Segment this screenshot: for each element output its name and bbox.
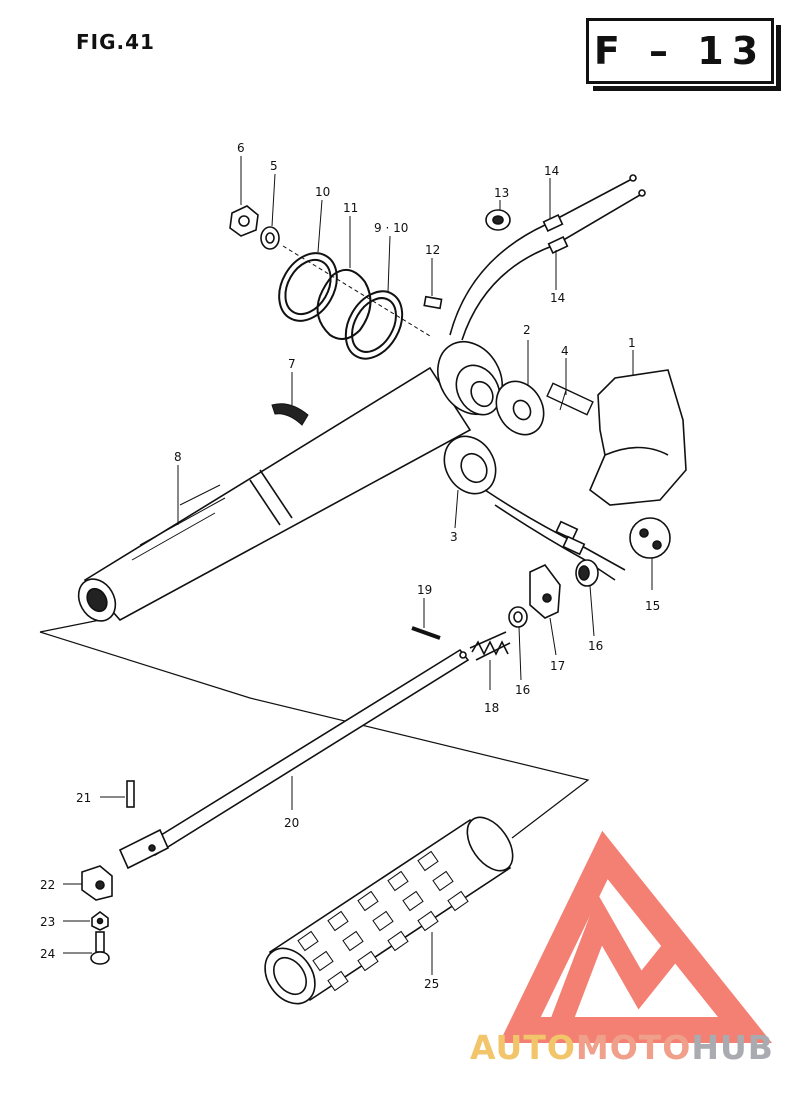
callout-10: 10 <box>315 185 330 199</box>
callout-7: 7 <box>288 357 296 371</box>
callout-4: 4 <box>561 344 569 358</box>
wave-washer <box>316 268 372 340</box>
watermark-logo <box>499 830 773 1043</box>
callout-13: 13 <box>494 186 509 200</box>
callout-6: 6 <box>237 141 245 155</box>
callout-21: 21 <box>76 791 91 805</box>
pin <box>126 780 135 808</box>
pin-small <box>411 626 441 640</box>
washer-small <box>91 911 109 931</box>
callout-2: 2 <box>523 323 531 337</box>
callout-11: 11 <box>343 201 358 215</box>
callout-22: 22 <box>40 878 55 892</box>
throttle-grip <box>264 816 514 1005</box>
callout-19: 19 <box>417 583 432 597</box>
band <box>271 403 309 426</box>
lock-washer <box>260 226 280 250</box>
callout-25: 25 <box>424 977 439 991</box>
callout-18: 18 <box>484 701 499 715</box>
cable-clamp <box>629 517 671 559</box>
watermark-text: AUTOMOTOHUB <box>470 1028 774 1067</box>
leader-lines <box>63 156 653 975</box>
watermark-text-hub: HUB <box>691 1028 774 1067</box>
callout-9-10: 9 · 10 <box>374 221 408 235</box>
callout-3: 3 <box>450 530 458 544</box>
callout-5: 5 <box>270 159 278 173</box>
callout-labels: 1 2 3 4 5 6 7 8 9 · 10 10 11 12 13 14 14… <box>40 141 660 991</box>
shaft-end-block <box>81 865 113 901</box>
key <box>423 295 443 310</box>
throttle-cables <box>449 174 646 581</box>
callout-14-bottom: 14 <box>550 291 565 305</box>
throttle-shaft <box>118 648 470 870</box>
callout-16-right: 16 <box>588 639 603 653</box>
assembly-guide-lines <box>39 619 590 839</box>
page-code: F – 13 <box>593 29 767 73</box>
callout-17: 17 <box>550 659 565 673</box>
callout-20: 20 <box>284 816 299 830</box>
cable-nut <box>485 209 511 231</box>
callout-24: 24 <box>40 947 55 961</box>
bracket-cover <box>589 369 687 506</box>
bushing <box>443 435 497 495</box>
callout-1: 1 <box>628 336 636 350</box>
axis-line <box>282 245 431 337</box>
callout-14-top: 14 <box>544 164 559 178</box>
screw <box>90 931 110 965</box>
figure-label: FIG.41 <box>76 30 155 54</box>
nut <box>229 205 259 237</box>
callout-8: 8 <box>174 450 182 464</box>
callout-23: 23 <box>40 915 55 929</box>
page-code-box: F – 13 <box>586 18 781 91</box>
ring-washer-2 <box>344 290 404 360</box>
small-washer <box>508 606 528 628</box>
watermark-text-moto: MOTO <box>575 1028 692 1067</box>
bolt <box>546 382 594 416</box>
watermark-text-auto: AUTO <box>470 1028 576 1067</box>
cable-collar <box>575 559 599 587</box>
spring <box>469 631 511 661</box>
cable-bracket <box>529 564 561 619</box>
ring-washer <box>278 252 338 322</box>
callout-16-left: 16 <box>515 683 530 697</box>
grip-texture <box>297 850 469 992</box>
callout-15: 15 <box>645 599 660 613</box>
washer <box>495 380 545 436</box>
tiller-handle-tube <box>77 341 503 622</box>
callout-12: 12 <box>425 243 440 257</box>
